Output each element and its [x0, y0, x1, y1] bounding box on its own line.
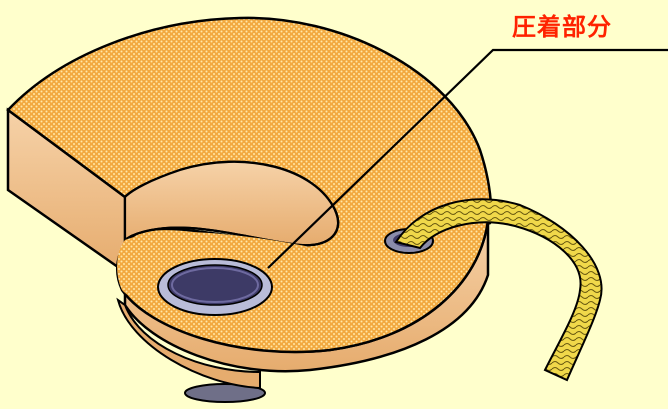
callout-label: 圧着部分	[512, 10, 662, 44]
oval-ring-icon	[158, 259, 272, 315]
